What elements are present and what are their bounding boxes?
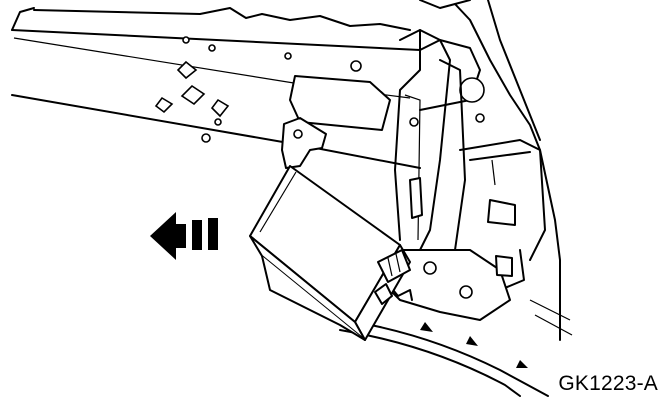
figure-label: GK1223-A	[558, 372, 658, 395]
electronic-module	[249, 117, 411, 341]
panel-holes	[154, 36, 485, 143]
mounting-bracket	[379, 249, 513, 321]
arrow-left-icon	[150, 212, 218, 260]
pillar-structure	[394, 29, 573, 341]
